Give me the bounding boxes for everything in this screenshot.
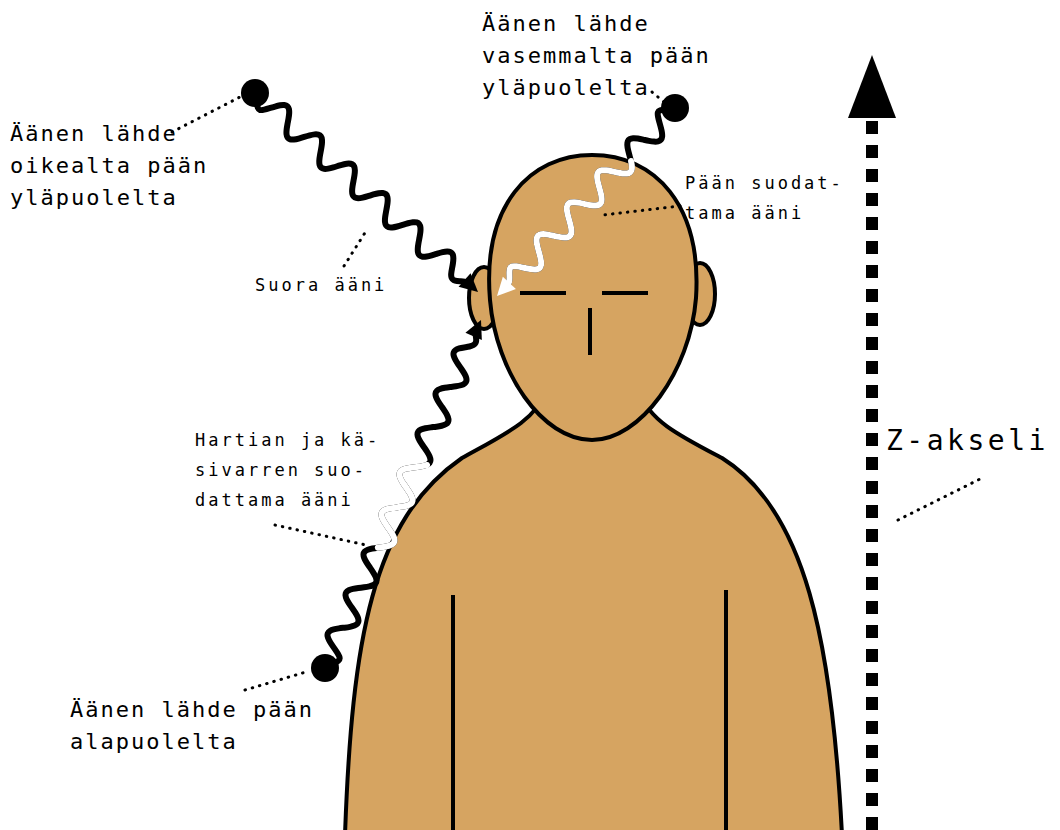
axis-label: Z-akseli: [886, 424, 1049, 458]
head: [489, 155, 696, 440]
eye: [520, 291, 566, 295]
sound-source: [661, 94, 689, 122]
sound-arrowhead: [459, 273, 478, 292]
leader-line: [344, 228, 368, 266]
z-axis: [866, 114, 878, 830]
sound-source: [311, 654, 339, 682]
nose: [588, 308, 592, 355]
leader-line: [245, 672, 306, 690]
leader-line: [898, 478, 982, 520]
leader-line: [275, 525, 366, 545]
sound-arrowhead: [465, 320, 481, 340]
sound-source: [241, 79, 269, 107]
sound-wave: [507, 108, 675, 286]
wave-label: Suora ääni: [255, 270, 387, 300]
filtered-sound-wave: [507, 161, 632, 286]
eye: [602, 291, 648, 295]
source-label: Äänen lähde pään alapuolelta: [70, 694, 325, 758]
leader-line: [172, 97, 240, 132]
sound-arrowhead: [497, 277, 516, 296]
filtered-sound-wave: [378, 465, 427, 548]
arm-line: [724, 590, 728, 830]
sound-wave: [255, 93, 468, 283]
torso: [345, 392, 842, 830]
wave-label: Pään suodat- tama ääni: [685, 168, 860, 228]
source-label: Äänen lähde vasemmalta pään yläpuolelta: [482, 8, 732, 104]
source-label: Äänen lähde oikealta pään yläpuolelta: [10, 118, 230, 214]
leader-line: [603, 206, 680, 215]
wave-label: Hartian ja kä- sivarren suo- dattama ään…: [195, 425, 390, 515]
leader-line: [652, 92, 664, 102]
arm-line: [451, 595, 455, 830]
z-axis-arrowhead: [848, 55, 896, 118]
